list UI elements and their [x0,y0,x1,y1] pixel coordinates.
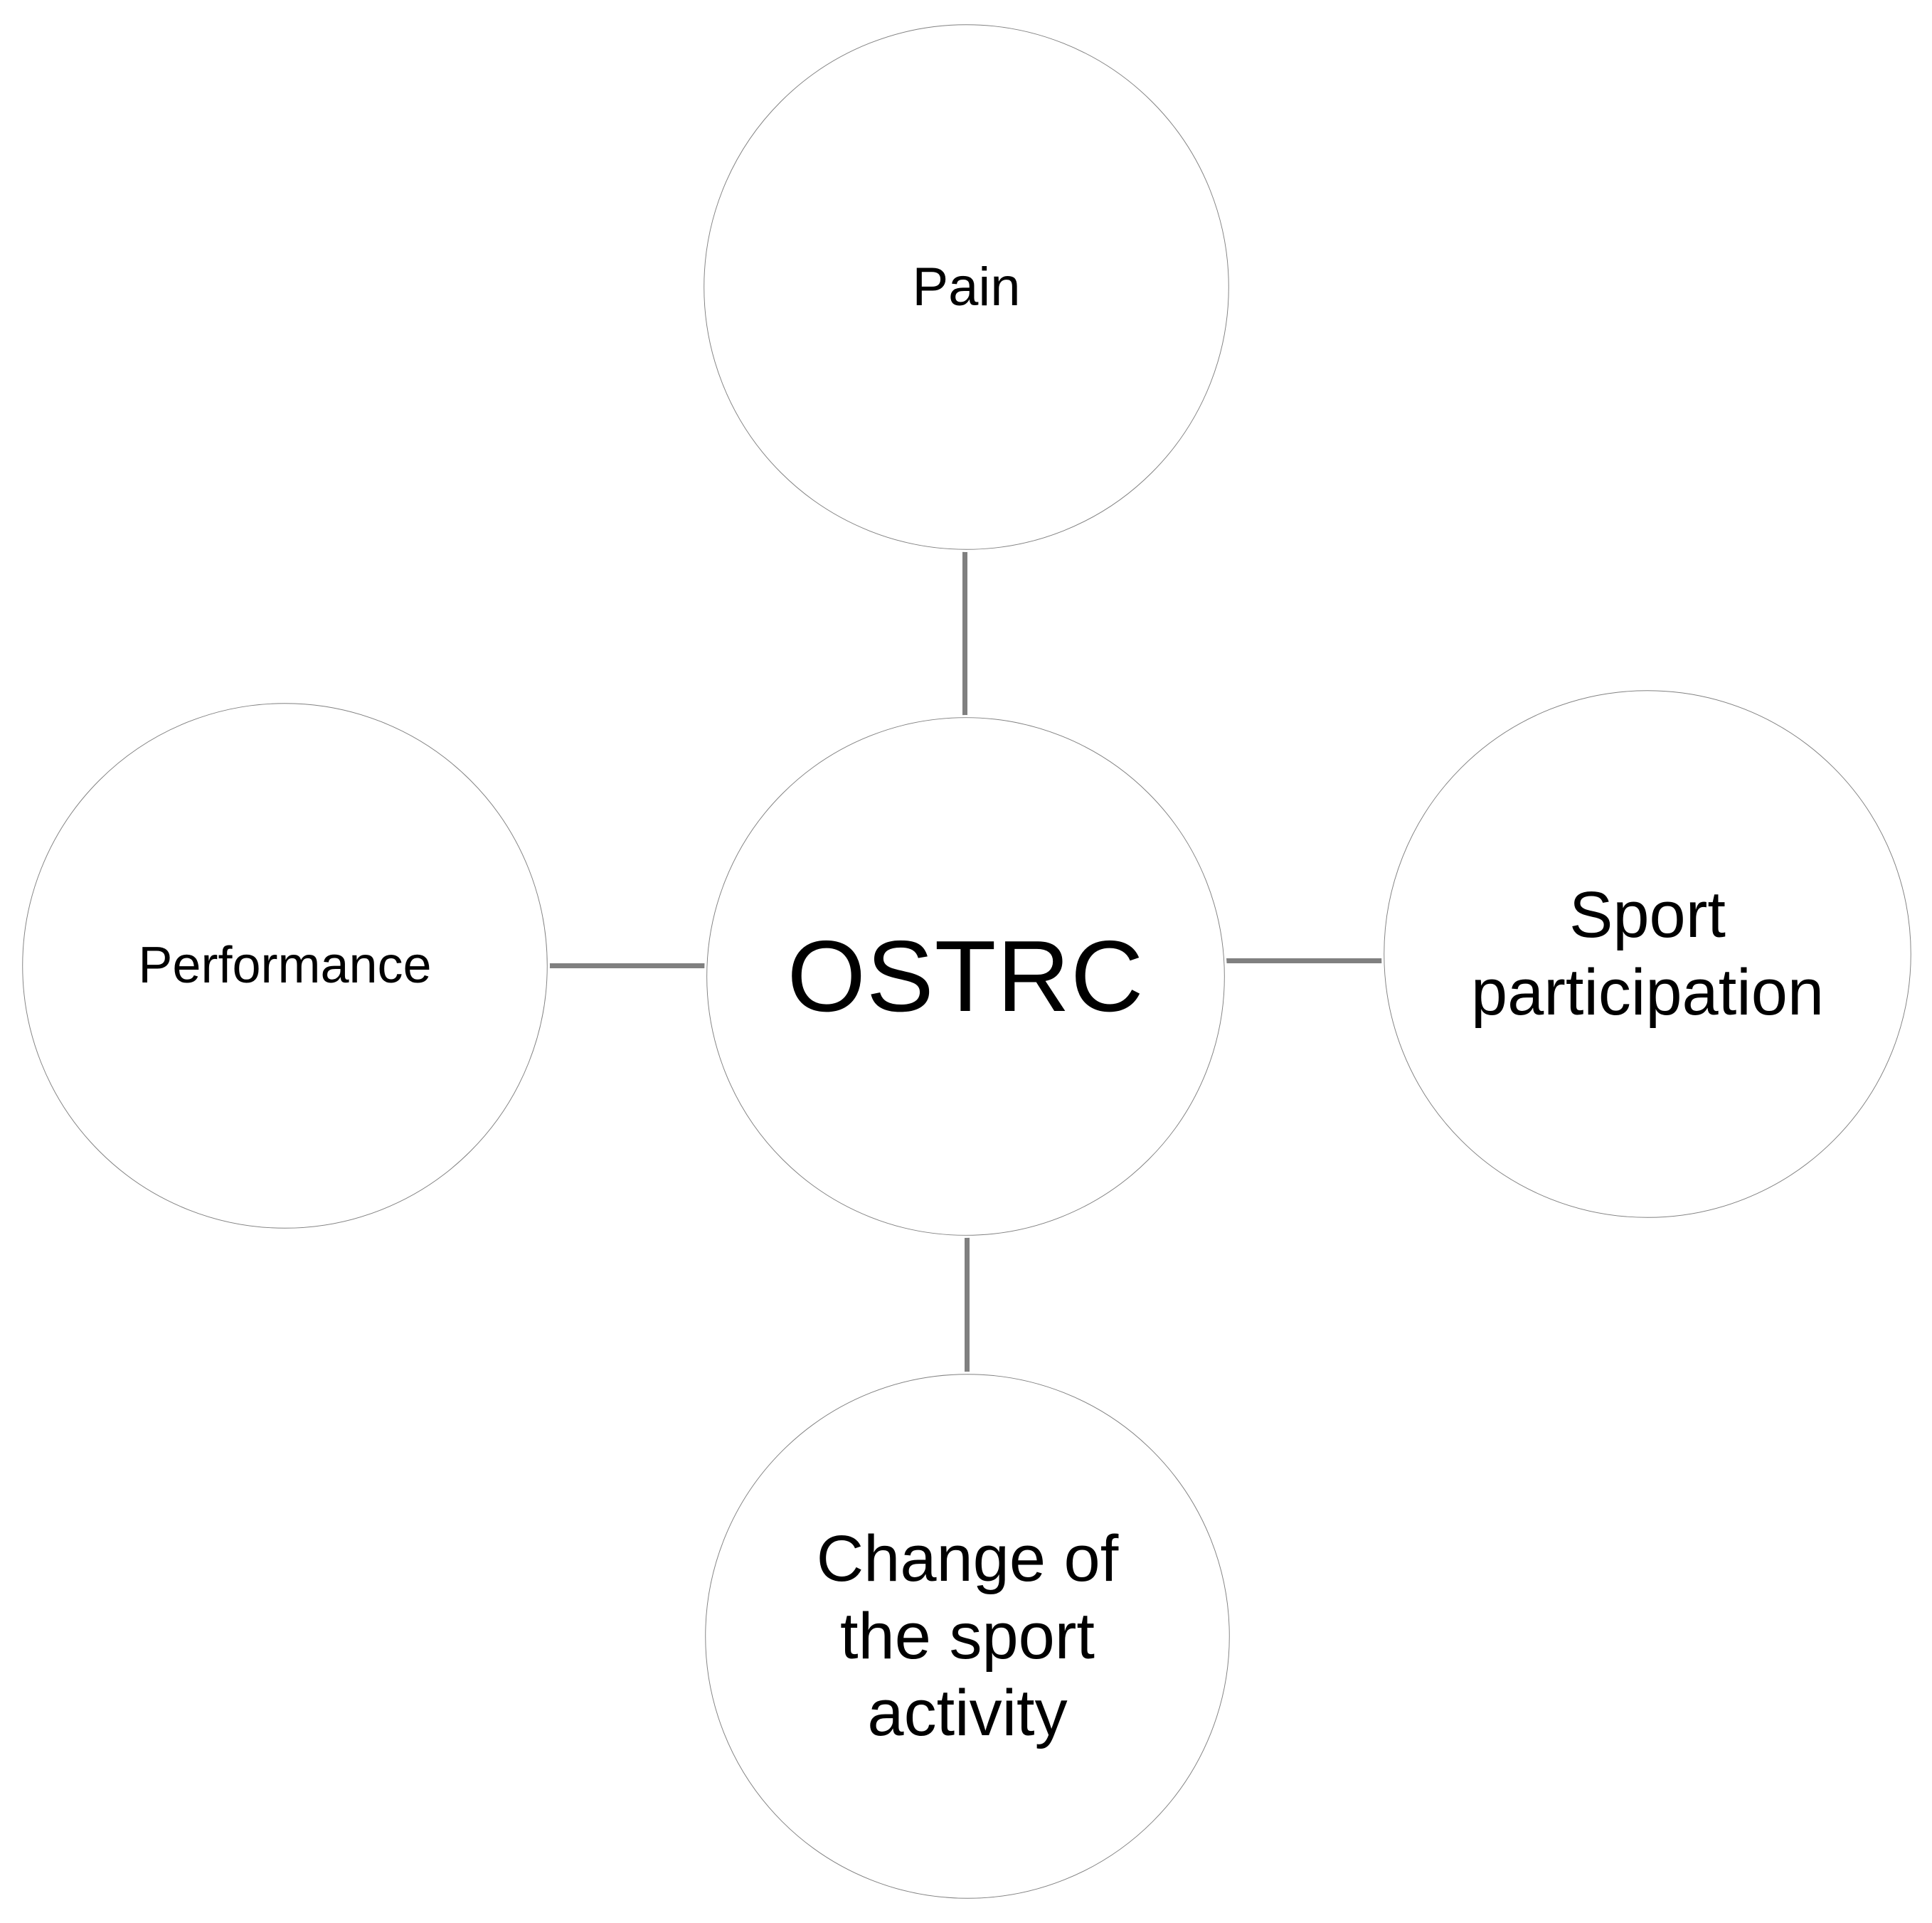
connector-ostrc-to-sport-participation [1218,958,1387,964]
connector-ostrc-to-change-of-sport-activity [964,1218,970,1380]
node-pain-content: Pain [701,255,1231,319]
node-change-of-sport-activity-content: Change of the sport activity [703,1520,1232,1752]
node-sport-participation-content: Sport participation [1381,876,1914,1031]
connector-line-vertical [962,541,967,723]
connector-line-horizontal [543,963,708,968]
node-change-of-sport-activity-label: Change of the sport activity [816,1522,1119,1750]
node-performance-content: Performance [20,936,550,996]
node-pain[interactable]: Pain [701,22,1231,552]
node-ostrc-label: OSTRC [787,919,1145,1033]
node-ostrc[interactable]: OSTRC [704,715,1227,1238]
node-performance-label: Performance [138,937,432,995]
node-pain-label: Pain [912,256,1021,317]
connector-ostrc-to-pain [962,541,968,723]
node-sport-participation-label: Sport participation [1470,879,1825,1029]
node-performance[interactable]: Performance [20,701,550,1231]
node-sport-participation[interactable]: Sport participation [1381,688,1914,1220]
node-ostrc-content: OSTRC [704,917,1227,1037]
connector-ostrc-to-performance [543,963,708,969]
connector-line-horizontal [1218,958,1387,963]
connector-line-vertical [965,1218,970,1380]
node-change-of-sport-activity[interactable]: Change of the sport activity [703,1372,1232,1901]
